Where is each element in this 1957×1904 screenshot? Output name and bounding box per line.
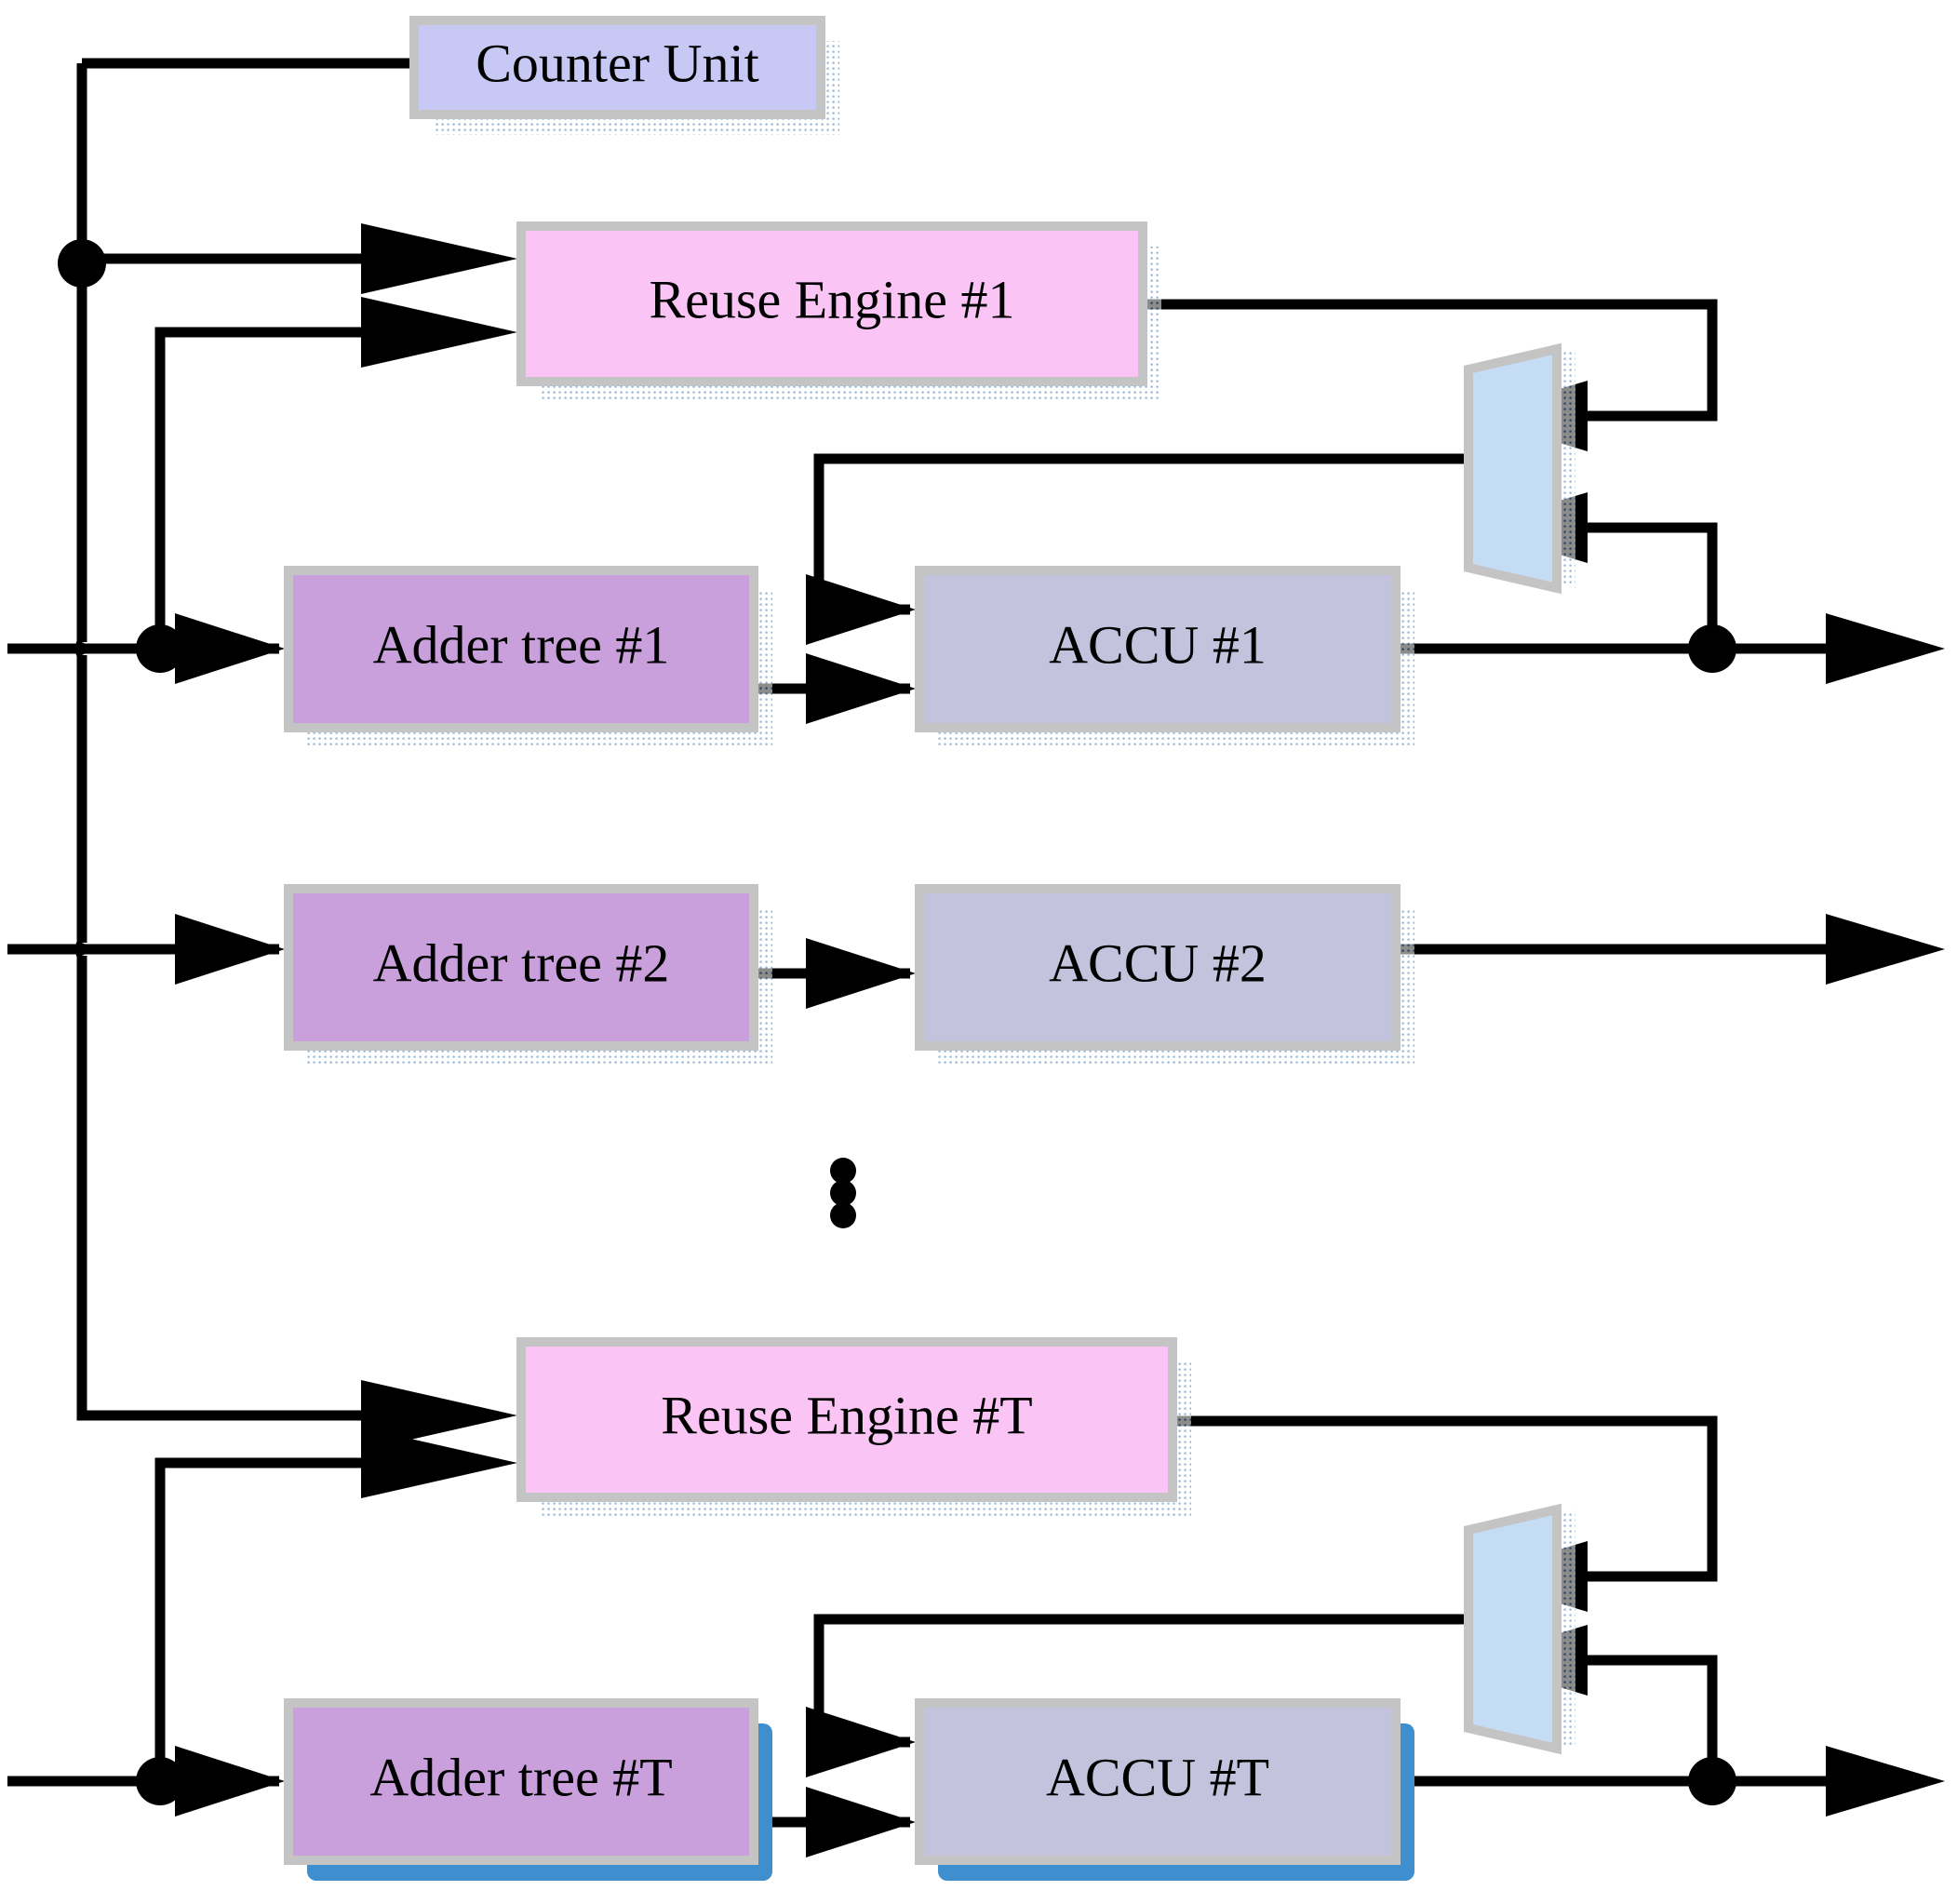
reuse-engine-t-body[interactable] [516, 1337, 1177, 1502]
vertical-ellipsis-icon [830, 1158, 856, 1228]
arrowhead-to-adder-tree-1 [175, 613, 285, 684]
junction-dot-layer [58, 239, 1736, 1805]
arrowhead-output-t [1826, 1746, 1945, 1817]
arrowhead-output-1 [1826, 613, 1945, 684]
arrowhead-to-reuse-engine-1-b [361, 297, 517, 368]
wire-row1-tap-to-reuse-engine-1 [154, 327, 365, 649]
arrowhead-to-reuse-engine-t-b [361, 1428, 517, 1498]
wire-reuse1-to-mux1-in0 [1146, 299, 1718, 422]
wire-accu1-to-mux1-in1 [1582, 522, 1718, 649]
reuse-engine-1-body[interactable] [516, 221, 1147, 386]
accu-2-body[interactable] [915, 884, 1401, 1051]
accu-1-body[interactable] [915, 566, 1401, 732]
block-reuse-engine-t[interactable]: Reuse Engine #T [516, 1337, 1177, 1502]
accu-t-body[interactable] [915, 1698, 1401, 1865]
wire-accuT-to-muxT-in1 [1582, 1655, 1718, 1781]
junction-dot-row1-tap [136, 624, 184, 673]
junction-dot-accuT-out [1688, 1757, 1736, 1805]
block-adder-tree-1[interactable]: Adder tree #1 [284, 566, 758, 732]
arrowhead-output-2 [1826, 914, 1945, 985]
ellipsis-dot-1 [830, 1158, 856, 1184]
arrowhead-to-reuse-engine-1-a [361, 223, 517, 294]
arrowhead-to-adder-tree-t [175, 1746, 285, 1817]
block-adder-tree-2[interactable]: Adder tree #2 [284, 884, 758, 1051]
junction-dot-accu1-out [1688, 624, 1736, 673]
arrowhead-to-adder-tree-2 [175, 914, 285, 985]
wire-reuseT-to-muxT-in0 [1176, 1415, 1718, 1582]
arrowhead-adderT-to-accuT [806, 1787, 916, 1857]
wire-rowT-tap-to-reuse-engine-t [154, 1457, 365, 1781]
arrowhead-mux1-to-accu1 [806, 574, 916, 645]
block-counter-unit[interactable]: Counter Unit [409, 16, 825, 119]
block-accu-t[interactable]: ACCU #T [915, 1698, 1401, 1865]
block-adder-tree-t[interactable]: Adder tree #T [284, 1698, 758, 1865]
junction-dot-bus-reuse1 [58, 239, 106, 288]
mux-1-body[interactable] [1464, 342, 1562, 595]
counter-unit-body[interactable] [409, 16, 825, 119]
adder-tree-2-body[interactable] [284, 884, 758, 1051]
arrowhead-adder1-to-accu1 [806, 653, 916, 724]
mux-t-body[interactable] [1464, 1503, 1562, 1755]
block-accu-1[interactable]: ACCU #1 [915, 566, 1401, 732]
arrowhead-to-reuse-engine-t-a [361, 1380, 517, 1451]
junction-dot-rowT-tap [136, 1757, 184, 1805]
ellipsis-dot-3 [830, 1202, 856, 1228]
block-accu-2[interactable]: ACCU #2 [915, 884, 1401, 1051]
block-mux-t[interactable] [1464, 1503, 1562, 1755]
adder-tree-1-body[interactable] [284, 566, 758, 732]
block-reuse-engine-1[interactable]: Reuse Engine #1 [516, 221, 1147, 386]
adder-tree-t-body[interactable] [284, 1698, 758, 1865]
arrowhead-adder2-to-accu2 [806, 938, 916, 1009]
block-mux-1[interactable] [1464, 342, 1562, 595]
arrowhead-muxT-to-accuT [806, 1707, 916, 1777]
ellipsis-dot-2 [830, 1180, 856, 1206]
wire-main-bus-to-reuse-engine-t [76, 956, 361, 1421]
